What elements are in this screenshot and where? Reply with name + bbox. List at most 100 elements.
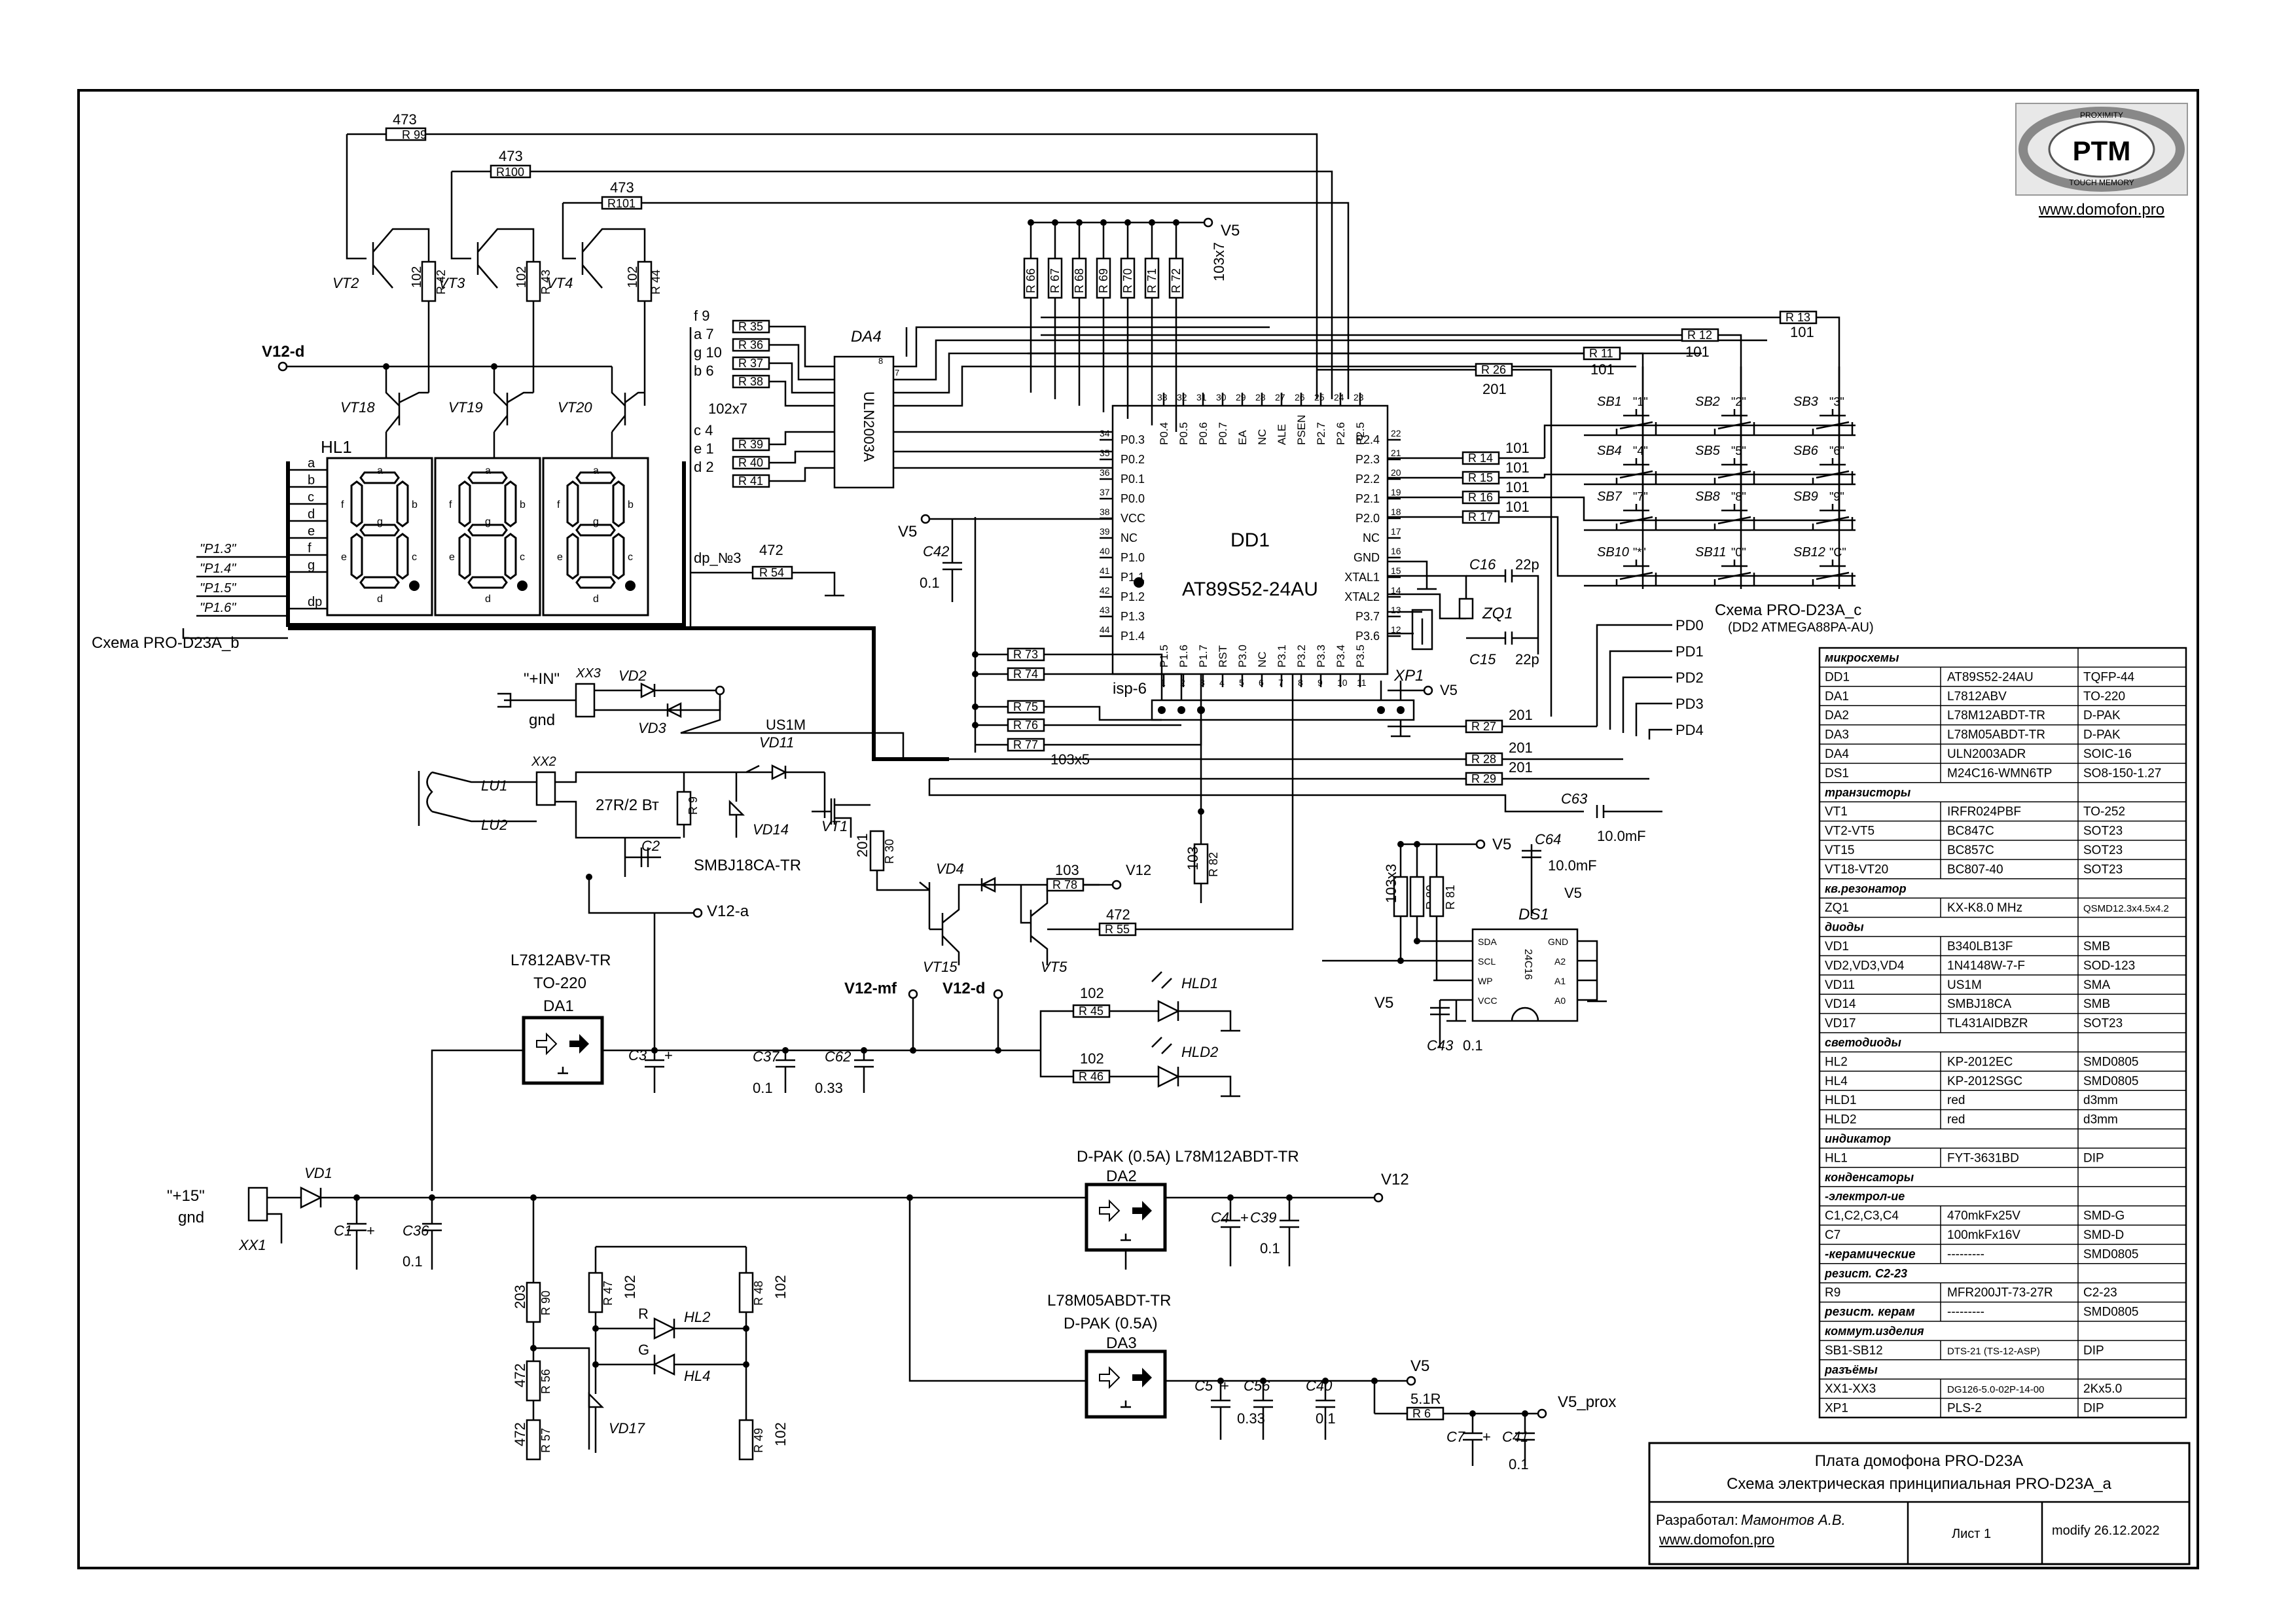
svg-text:R 39: R 39 bbox=[738, 438, 763, 451]
pin-name: P0.3 bbox=[1121, 433, 1145, 446]
svg-text:101: 101 bbox=[1505, 479, 1530, 495]
bom-part: AT89S52-24AU bbox=[1947, 670, 2034, 684]
pin-name: P1.4 bbox=[1121, 630, 1145, 643]
pin-number: 5 bbox=[1239, 677, 1244, 688]
key-ref: SB1 bbox=[1597, 395, 1622, 409]
segment-a bbox=[575, 471, 616, 484]
svg-text:HLD1: HLD1 bbox=[1181, 975, 1218, 991]
svg-text:VD4: VD4 bbox=[936, 861, 964, 877]
seg-row-label: c bbox=[308, 490, 314, 505]
bom-part: BC807-40 bbox=[1947, 863, 2003, 876]
svg-text:101: 101 bbox=[1790, 324, 1814, 340]
schema-b-label: Схема PRO-D23A_b bbox=[92, 634, 240, 652]
bom-section: диоды bbox=[1820, 917, 2186, 937]
bom-part: BC857C bbox=[1947, 844, 1994, 857]
svg-text:HL4: HL4 bbox=[684, 1368, 710, 1384]
seg-label-c: c bbox=[628, 552, 633, 563]
keypad-button-10[interactable]: SB10"*" bbox=[1597, 545, 1657, 586]
seg-label-d: d bbox=[485, 594, 491, 605]
pin-number: 1 bbox=[1160, 677, 1166, 688]
bom-part: ULN2003ADR bbox=[1947, 747, 2026, 761]
switch-symbol bbox=[1812, 504, 1854, 530]
pin-name: P0.0 bbox=[1121, 492, 1145, 505]
keypad-button-12[interactable]: SB12"C" bbox=[1793, 545, 1854, 586]
pin-number: 36 bbox=[1100, 467, 1110, 478]
bom-ref: SB1-SB12 bbox=[1825, 1344, 1883, 1357]
schema-c-label: Схема PRO-D23A_c bbox=[1715, 601, 1861, 619]
pin-number: 12 bbox=[1391, 624, 1401, 635]
svg-text:VD17: VD17 bbox=[609, 1420, 645, 1436]
svg-text:VD14: VD14 bbox=[753, 821, 789, 838]
svg-text:0.33: 0.33 bbox=[815, 1080, 843, 1096]
svg-text:R 54: R 54 bbox=[759, 566, 784, 579]
svg-text:R 36: R 36 bbox=[738, 338, 763, 351]
keypad-button-5[interactable]: SB5"5" bbox=[1695, 444, 1755, 484]
svg-text:R 55: R 55 bbox=[1105, 923, 1130, 936]
pin-name: P3.4 bbox=[1335, 645, 1347, 668]
keypad-button-4[interactable]: SB4"4" bbox=[1597, 444, 1657, 484]
site-link[interactable]: www.domofon.pro bbox=[1659, 1531, 1774, 1548]
svg-text:VD2: VD2 bbox=[619, 668, 647, 684]
keypad-button-8[interactable]: SB8"8" bbox=[1695, 490, 1755, 530]
keypad-button-3[interactable]: SB3"3" bbox=[1793, 395, 1854, 435]
keypad-button-9[interactable]: SB9"9" bbox=[1793, 490, 1854, 530]
regulator-da2: D-PAK (0.5A) L78M12ABDT-TR DA2 V12 C4+ C… bbox=[910, 1148, 1409, 1270]
seg-row-label: d bbox=[308, 507, 315, 522]
pin-number: 44 bbox=[1100, 624, 1110, 635]
bom-ref: DA2 bbox=[1825, 709, 1849, 722]
svg-text:102: 102 bbox=[1080, 985, 1104, 1001]
pin-name: P2.6 bbox=[1335, 422, 1347, 445]
bom-ref: XP1 bbox=[1825, 1402, 1848, 1416]
keypad-button-6[interactable]: SB6"6" bbox=[1793, 444, 1854, 484]
svg-text:XX1: XX1 bbox=[238, 1237, 266, 1253]
svg-text:R 57: R 57 bbox=[539, 1428, 552, 1453]
bom-section-label: кв.резонатор bbox=[1825, 882, 1907, 895]
pin-name: P2.1 bbox=[1355, 492, 1380, 505]
svg-text:C42: C42 bbox=[923, 543, 949, 560]
bom-part: SMBJ18CA bbox=[1947, 997, 2012, 1011]
keypad-button-1[interactable]: SB1"1" bbox=[1597, 395, 1657, 435]
svg-text:101: 101 bbox=[1505, 499, 1530, 515]
switch-symbol bbox=[1615, 504, 1657, 530]
svg-text:101: 101 bbox=[1685, 344, 1710, 360]
bom-package: C2-23 bbox=[2083, 1286, 2117, 1300]
svg-text:R 81: R 81 bbox=[1444, 885, 1457, 910]
logo-url[interactable]: www.domofon.pro bbox=[2038, 201, 2164, 219]
svg-text:VD3: VD3 bbox=[638, 720, 667, 736]
switch-symbol bbox=[1615, 409, 1657, 435]
seg-row-label: dp bbox=[308, 595, 322, 609]
keypad-button-7[interactable]: SB7"7" bbox=[1597, 490, 1657, 530]
segment-c bbox=[396, 533, 409, 580]
svg-text:C62: C62 bbox=[825, 1048, 851, 1065]
svg-text:C2: C2 bbox=[641, 838, 660, 854]
bom-part: 470mkFx25V bbox=[1947, 1209, 2020, 1223]
svg-text:C56: C56 bbox=[1244, 1378, 1270, 1394]
bom-part: PLS-2 bbox=[1947, 1402, 1982, 1416]
segment-dp bbox=[625, 580, 636, 591]
pin-name: XTAL2 bbox=[1344, 590, 1380, 603]
bom-package: SMD-G bbox=[2083, 1209, 2125, 1223]
v5prox-label: V5_prox bbox=[1558, 1393, 1616, 1411]
switch-symbol bbox=[1812, 409, 1854, 435]
keypad-button-11[interactable]: SB11"0" bbox=[1695, 545, 1755, 586]
svg-text:R 90: R 90 bbox=[539, 1291, 552, 1315]
bom-ref: R9 bbox=[1825, 1286, 1840, 1300]
svg-text:b 6: b 6 bbox=[694, 363, 714, 379]
seg-row-label: g bbox=[308, 558, 315, 573]
seg-label-g: g bbox=[485, 516, 491, 527]
bom-package: SMB bbox=[2083, 940, 2110, 954]
pin-number: 33 bbox=[1157, 392, 1168, 402]
v12a-label: V12-a bbox=[707, 902, 749, 920]
keypad-button-2[interactable]: SB2"2" bbox=[1695, 395, 1755, 435]
resistor bbox=[1071, 257, 1087, 299]
svg-text:R 12: R 12 bbox=[1687, 329, 1712, 342]
bom-ref: VT15 bbox=[1825, 844, 1854, 857]
svg-text:5.1R: 5.1R bbox=[1410, 1391, 1441, 1407]
seg-label-f: f bbox=[557, 499, 560, 510]
regulator-da3: L78M05ABDT-TR D-PAK (0.5A) DA3 V5 C5+ C5… bbox=[908, 1198, 1616, 1472]
bom-section: транзисторы bbox=[1820, 782, 2186, 802]
bom-section-label: коммут.изделия bbox=[1825, 1325, 1924, 1338]
